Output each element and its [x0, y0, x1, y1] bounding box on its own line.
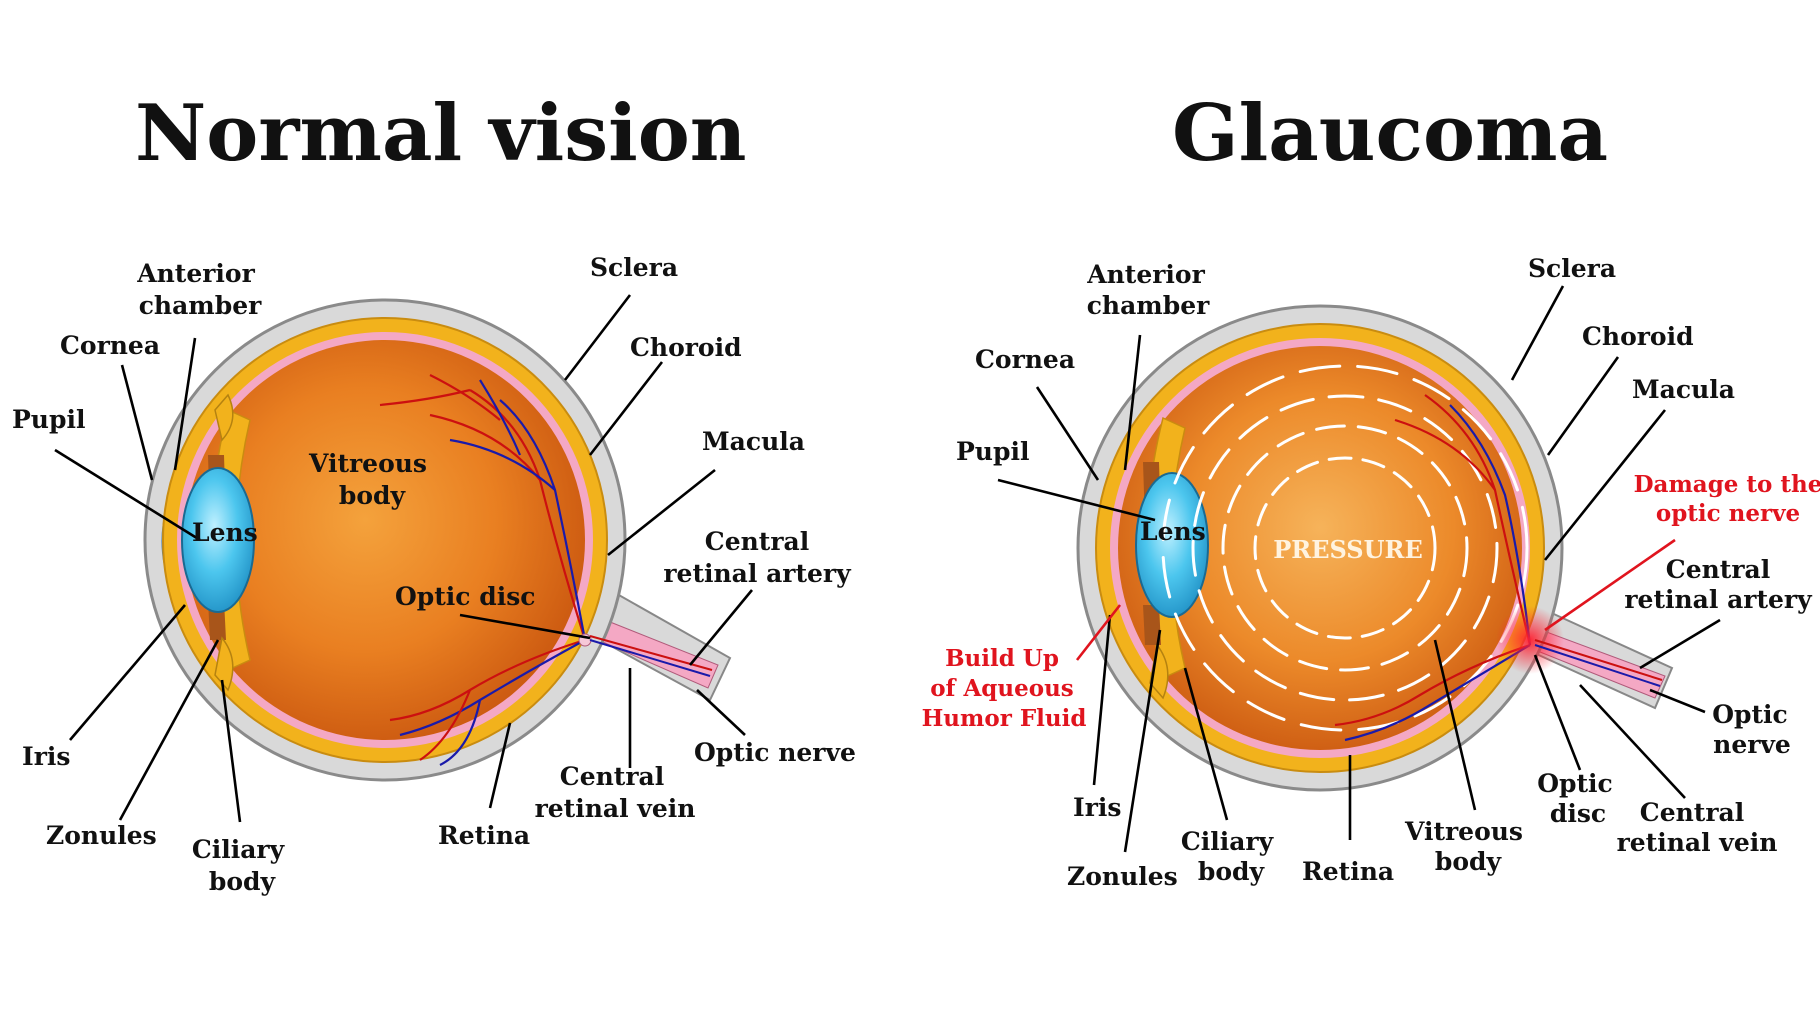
g-label-macula: Macula: [1632, 375, 1735, 404]
label-retinal-vein: retinal vein: [535, 794, 696, 823]
label-central-vein: Central: [560, 762, 664, 791]
normal-eye: [143, 298, 732, 782]
normal-leader-lines: [54, 294, 754, 823]
damage-glow: [1496, 606, 1564, 674]
label-ciliary-body: body: [209, 867, 277, 896]
label-aqueous-line3: Humor Fluid: [922, 705, 1087, 732]
pressure-rings: [1161, 364, 1529, 732]
nerve-vessels: [589, 639, 711, 677]
g-label-iris: Iris: [1073, 793, 1121, 822]
glaucoma-leader-lines: [997, 285, 1721, 853]
label-vitreous-body: body: [339, 481, 407, 510]
label-retinal-artery: retinal artery: [663, 559, 852, 588]
label-zonules: Zonules: [46, 821, 157, 850]
g-nerve-vessels-red: [1534, 639, 1663, 681]
g-label-optic-disc-1: Optic: [1537, 769, 1613, 798]
ciliary-body: [214, 636, 234, 692]
label-sclera: Sclera: [590, 253, 678, 282]
glaucoma-labels: Anterior chamber Cornea Pupil Lens PRESS…: [922, 254, 1820, 891]
label-macula: Macula: [702, 427, 805, 456]
label-cornea: Cornea: [60, 331, 160, 360]
ciliary-body-top: [214, 393, 234, 442]
g-label-sclera: Sclera: [1528, 254, 1616, 283]
g-nerve-vessels: [1534, 644, 1661, 687]
label-pupil: Pupil: [12, 405, 85, 434]
g-lens: [1135, 472, 1209, 618]
title-normal-vision: Normal vision: [135, 88, 747, 179]
g-label-zonules: Zonules: [1067, 862, 1178, 891]
g-label-anterior: Anterior: [1086, 260, 1205, 289]
g-label-ciliary: Ciliary: [1181, 827, 1275, 856]
g-label-retinal-artery: retinal artery: [1624, 585, 1813, 614]
g-iris-lower: [1143, 605, 1161, 645]
vitreous-body: [185, 340, 585, 740]
label-choroid: Choroid: [630, 333, 742, 362]
g-label-nerve: nerve: [1713, 730, 1791, 759]
g-label-retinal-vein: retinal vein: [1617, 828, 1778, 857]
title-glaucoma: Glaucoma: [1172, 88, 1609, 179]
label-retina: Retina: [438, 821, 530, 850]
g-retinal-vessels: [1334, 394, 1532, 742]
g-label-ciliary-body: body: [1198, 857, 1266, 886]
g-label-pupil: Pupil: [956, 437, 1029, 466]
g-label-retina: Retina: [1302, 857, 1394, 886]
label-pressure: PRESSURE: [1273, 535, 1423, 564]
label-damage-line1: Damage to the: [1634, 471, 1820, 498]
label-central-artery: Central: [705, 527, 809, 556]
label-aqueous-line1: Build Up: [945, 645, 1059, 672]
label-aqueous-line2: of Aqueous: [930, 675, 1074, 702]
label-ciliary: Ciliary: [192, 835, 286, 864]
label-iris: Iris: [22, 742, 70, 771]
label-anterior: Anterior: [136, 259, 255, 288]
g-label-vitreous-body: body: [1435, 847, 1503, 876]
g-label-vitreous: Vitreous: [1404, 817, 1523, 846]
label-damage-line2: optic nerve: [1656, 500, 1800, 527]
g-label-central-artery: Central: [1666, 555, 1770, 584]
label-chamber: chamber: [139, 291, 262, 320]
g-label-optic-disc-2: disc: [1550, 799, 1606, 828]
normal-labels: Anterior chamber Cornea Pupil Lens Iris …: [12, 253, 856, 896]
g-vitreous-body: [1118, 346, 1522, 750]
retinal-vessels: [379, 374, 587, 766]
g-label-choroid: Choroid: [1582, 322, 1694, 351]
lens: [181, 467, 255, 613]
g-label-optic: Optic: [1712, 700, 1788, 729]
g-label-chamber: chamber: [1087, 291, 1210, 320]
label-vitreous: Vitreous: [308, 449, 427, 478]
g-label-central-vein: Central: [1640, 798, 1744, 827]
glaucoma-eye: [1076, 304, 1674, 792]
label-lens: Lens: [192, 518, 258, 547]
g-label-cornea: Cornea: [975, 345, 1075, 374]
g-ciliary-body: [1149, 643, 1169, 700]
label-optic-nerve: Optic nerve: [694, 738, 856, 767]
label-optic-disc: Optic disc: [395, 582, 536, 611]
g-label-lens: Lens: [1140, 517, 1206, 546]
